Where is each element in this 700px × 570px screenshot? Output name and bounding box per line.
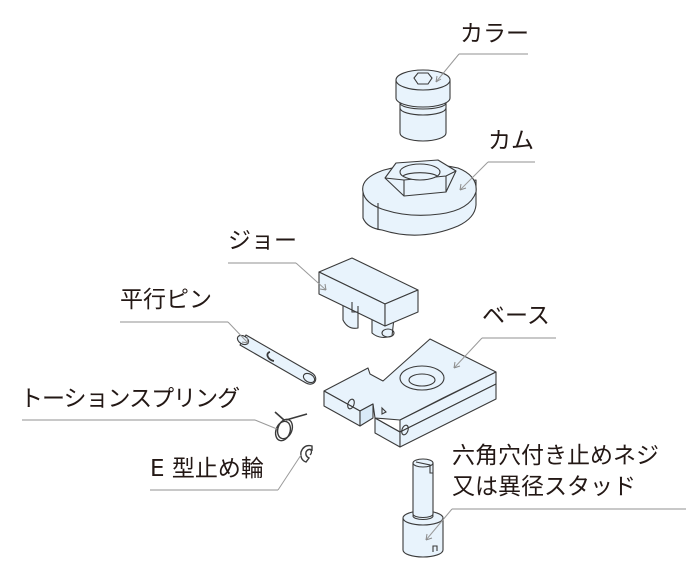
jaw-part xyxy=(318,257,419,339)
label-jaw: ジョー xyxy=(228,228,297,254)
set-screw-part xyxy=(402,458,444,558)
label-torsion-spring: トーションスプリング xyxy=(20,386,240,412)
label-base: ベース xyxy=(482,303,550,329)
label-e-ring: E 型止め輪 xyxy=(150,456,264,482)
hex-socket-icon xyxy=(413,72,433,85)
label-collar: カラー xyxy=(460,21,529,47)
cam-part xyxy=(362,159,477,236)
e-ring-part xyxy=(300,444,313,463)
label-parallel-pin: 平行ピン xyxy=(120,287,212,313)
torsion-spring-part xyxy=(274,411,308,442)
label-set-screw-line1: 六角穴付き止めネジ xyxy=(452,443,659,469)
collar-part xyxy=(395,69,451,142)
leader-lines xyxy=(22,53,686,541)
label-cam: カム xyxy=(488,128,534,154)
base-part xyxy=(323,338,497,448)
label-set-screw-line2: 又は異径スタッド xyxy=(452,474,636,500)
